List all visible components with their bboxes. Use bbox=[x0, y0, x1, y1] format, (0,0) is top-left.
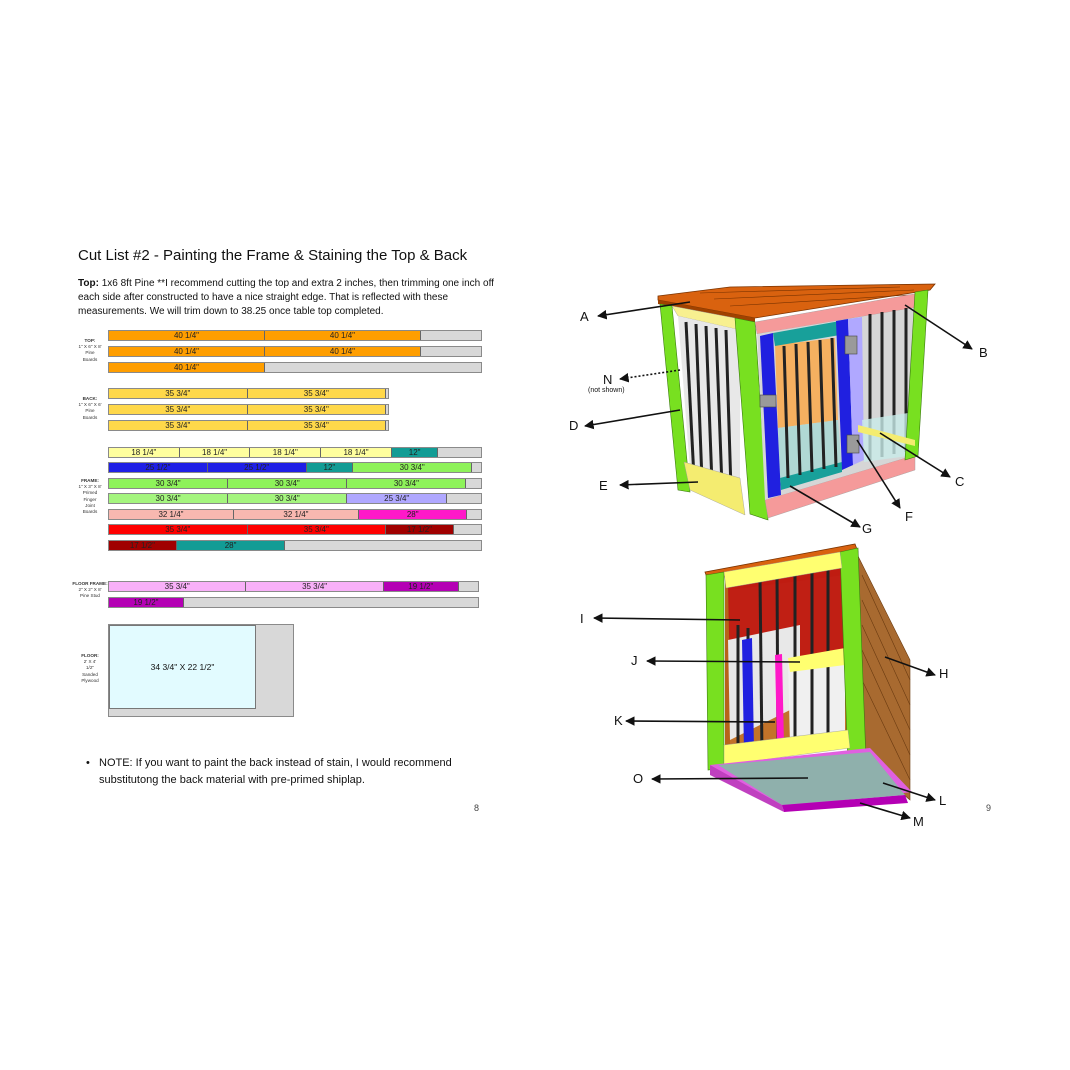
board-segment: 28" bbox=[176, 541, 286, 550]
board: 18 1/4"18 1/4"18 1/4"18 1/4"12" bbox=[108, 447, 482, 458]
board-segment: 18 1/4" bbox=[321, 448, 392, 457]
group-label-back: BACK: 1" X 6" X 6' Pine Boards bbox=[78, 396, 102, 420]
board-segment: 32 1/4" bbox=[233, 510, 359, 519]
callout-o: O bbox=[633, 771, 643, 786]
callout-m: M bbox=[913, 814, 924, 829]
intro-text: Top: 1x6 8ft Pine **I recommend cutting … bbox=[78, 277, 508, 319]
board-segment: 25 1/2" bbox=[109, 463, 208, 472]
board-segment: 30 3/4" bbox=[347, 479, 467, 488]
board-segment: 35 3/4" bbox=[109, 405, 248, 414]
board-segment: 19 1/2" bbox=[383, 582, 459, 591]
note: • NOTE: If you want to paint the back in… bbox=[86, 755, 486, 789]
board: 40 1/4"40 1/4" bbox=[108, 346, 482, 357]
callout-e: E bbox=[599, 478, 608, 493]
board-segment: 35 3/4" bbox=[246, 582, 384, 591]
board: 35 3/4"35 3/4" bbox=[108, 388, 389, 399]
board-segment: 30 3/4" bbox=[228, 479, 348, 488]
board-segment: 28" bbox=[358, 510, 468, 519]
group-label-frame: FRAME: 1" X 3" X 8' Primed Finger Joint … bbox=[78, 478, 102, 515]
callout-h: H bbox=[939, 666, 948, 681]
callout-k: K bbox=[614, 713, 623, 728]
callout-a: A bbox=[580, 309, 589, 324]
callout-b: B bbox=[979, 345, 988, 360]
board-segment: 40 1/4" bbox=[264, 331, 421, 340]
callout-j: J bbox=[631, 653, 638, 668]
board-segment: 25 1/2" bbox=[207, 463, 307, 472]
board: 30 3/4"30 3/4"30 3/4" bbox=[108, 478, 482, 489]
callout-l: L bbox=[939, 793, 946, 808]
board-segment: 35 3/4" bbox=[247, 389, 387, 398]
board-segment: 32 1/4" bbox=[109, 510, 234, 519]
board-segment: 35 3/4" bbox=[109, 525, 248, 534]
note-text: NOTE: If you want to paint the back inst… bbox=[99, 757, 452, 786]
intro-bold: Top: bbox=[78, 278, 99, 289]
callout-n: N bbox=[603, 372, 612, 387]
board-segment: 35 3/4" bbox=[109, 421, 248, 430]
board-segment: 17 1/2" bbox=[386, 525, 454, 534]
board-segment: 12" bbox=[391, 448, 439, 457]
board: 25 1/2"25 1/2"12"30 3/4" bbox=[108, 462, 482, 473]
board: 40 1/4" bbox=[108, 362, 482, 373]
board-segment: 35 3/4" bbox=[109, 582, 247, 591]
page-title: Cut List #2 - Painting the Frame & Stain… bbox=[78, 247, 468, 264]
page-number-right: 9 bbox=[986, 803, 992, 813]
callout-c: C bbox=[955, 474, 964, 489]
board-segment: 19 1/2" bbox=[109, 598, 184, 607]
callout-f: F bbox=[905, 509, 913, 524]
group-label-floor: FLOOR: 2' X 4' 1/2" Sanded Plywood bbox=[81, 653, 99, 683]
board-segment: 35 3/4" bbox=[247, 525, 387, 534]
board-segment: 18 1/4" bbox=[250, 448, 322, 457]
callout-g: G bbox=[862, 521, 872, 536]
intro-body: 1x6 8ft Pine **I recommend cutting the t… bbox=[78, 278, 494, 317]
board: 35 3/4"35 3/4" bbox=[108, 404, 389, 415]
board: 19 1/2" bbox=[108, 597, 479, 608]
board-segment: 40 1/4" bbox=[109, 363, 265, 372]
note-bullet: • bbox=[86, 757, 90, 769]
plywood-sheet: 34 3/4" X 22 1/2" bbox=[108, 624, 294, 717]
plywood-piece: 34 3/4" X 22 1/2" bbox=[109, 625, 256, 709]
group-label-top: TOP: 1" X 6" X 8' Pine Boards bbox=[78, 338, 102, 362]
board-segment: 35 3/4" bbox=[247, 421, 387, 430]
board: 17 1/2"28" bbox=[108, 540, 482, 551]
board-segment: 30 3/4" bbox=[228, 494, 348, 503]
board-segment: 25 3/4" bbox=[347, 494, 448, 503]
group-label-floor-frame: FLOOR FRAME: 2" X 2" X 8' Pine Stud bbox=[72, 581, 108, 599]
board-segment: 18 1/4" bbox=[109, 448, 180, 457]
board-segment: 12" bbox=[306, 463, 354, 472]
callout-i: I bbox=[580, 611, 584, 626]
board: 32 1/4"32 1/4"28" bbox=[108, 509, 482, 520]
kennel-diagram: A B C D E F G N (not shown) H I J K L M … bbox=[569, 283, 988, 829]
board-segment: 18 1/4" bbox=[179, 448, 251, 457]
board-segment: 40 1/4" bbox=[264, 347, 421, 356]
kennel-back-view bbox=[704, 543, 912, 812]
callout-d: D bbox=[569, 418, 578, 433]
board-segment: 30 3/4" bbox=[109, 479, 229, 488]
board-segment: 35 3/4" bbox=[247, 405, 387, 414]
board: 40 1/4"40 1/4" bbox=[108, 330, 482, 341]
board: 35 3/4"35 3/4"19 1/2" bbox=[108, 581, 479, 592]
callout-not-shown: (not shown) bbox=[588, 387, 625, 394]
board-segment: 17 1/2" bbox=[109, 541, 177, 550]
board: 35 3/4"35 3/4"17 1/2" bbox=[108, 524, 482, 535]
page-number-left: 8 bbox=[474, 803, 480, 813]
kennel-front-view bbox=[657, 283, 936, 521]
board-segment: 35 3/4" bbox=[109, 389, 248, 398]
callout-arrows bbox=[584, 301, 973, 821]
board-segment: 30 3/4" bbox=[109, 494, 229, 503]
board: 30 3/4"30 3/4"25 3/4" bbox=[108, 493, 482, 504]
board-segment: 30 3/4" bbox=[353, 463, 473, 472]
board-segment: 40 1/4" bbox=[109, 331, 265, 340]
board-segment: 40 1/4" bbox=[109, 347, 265, 356]
board: 35 3/4"35 3/4" bbox=[108, 420, 389, 431]
